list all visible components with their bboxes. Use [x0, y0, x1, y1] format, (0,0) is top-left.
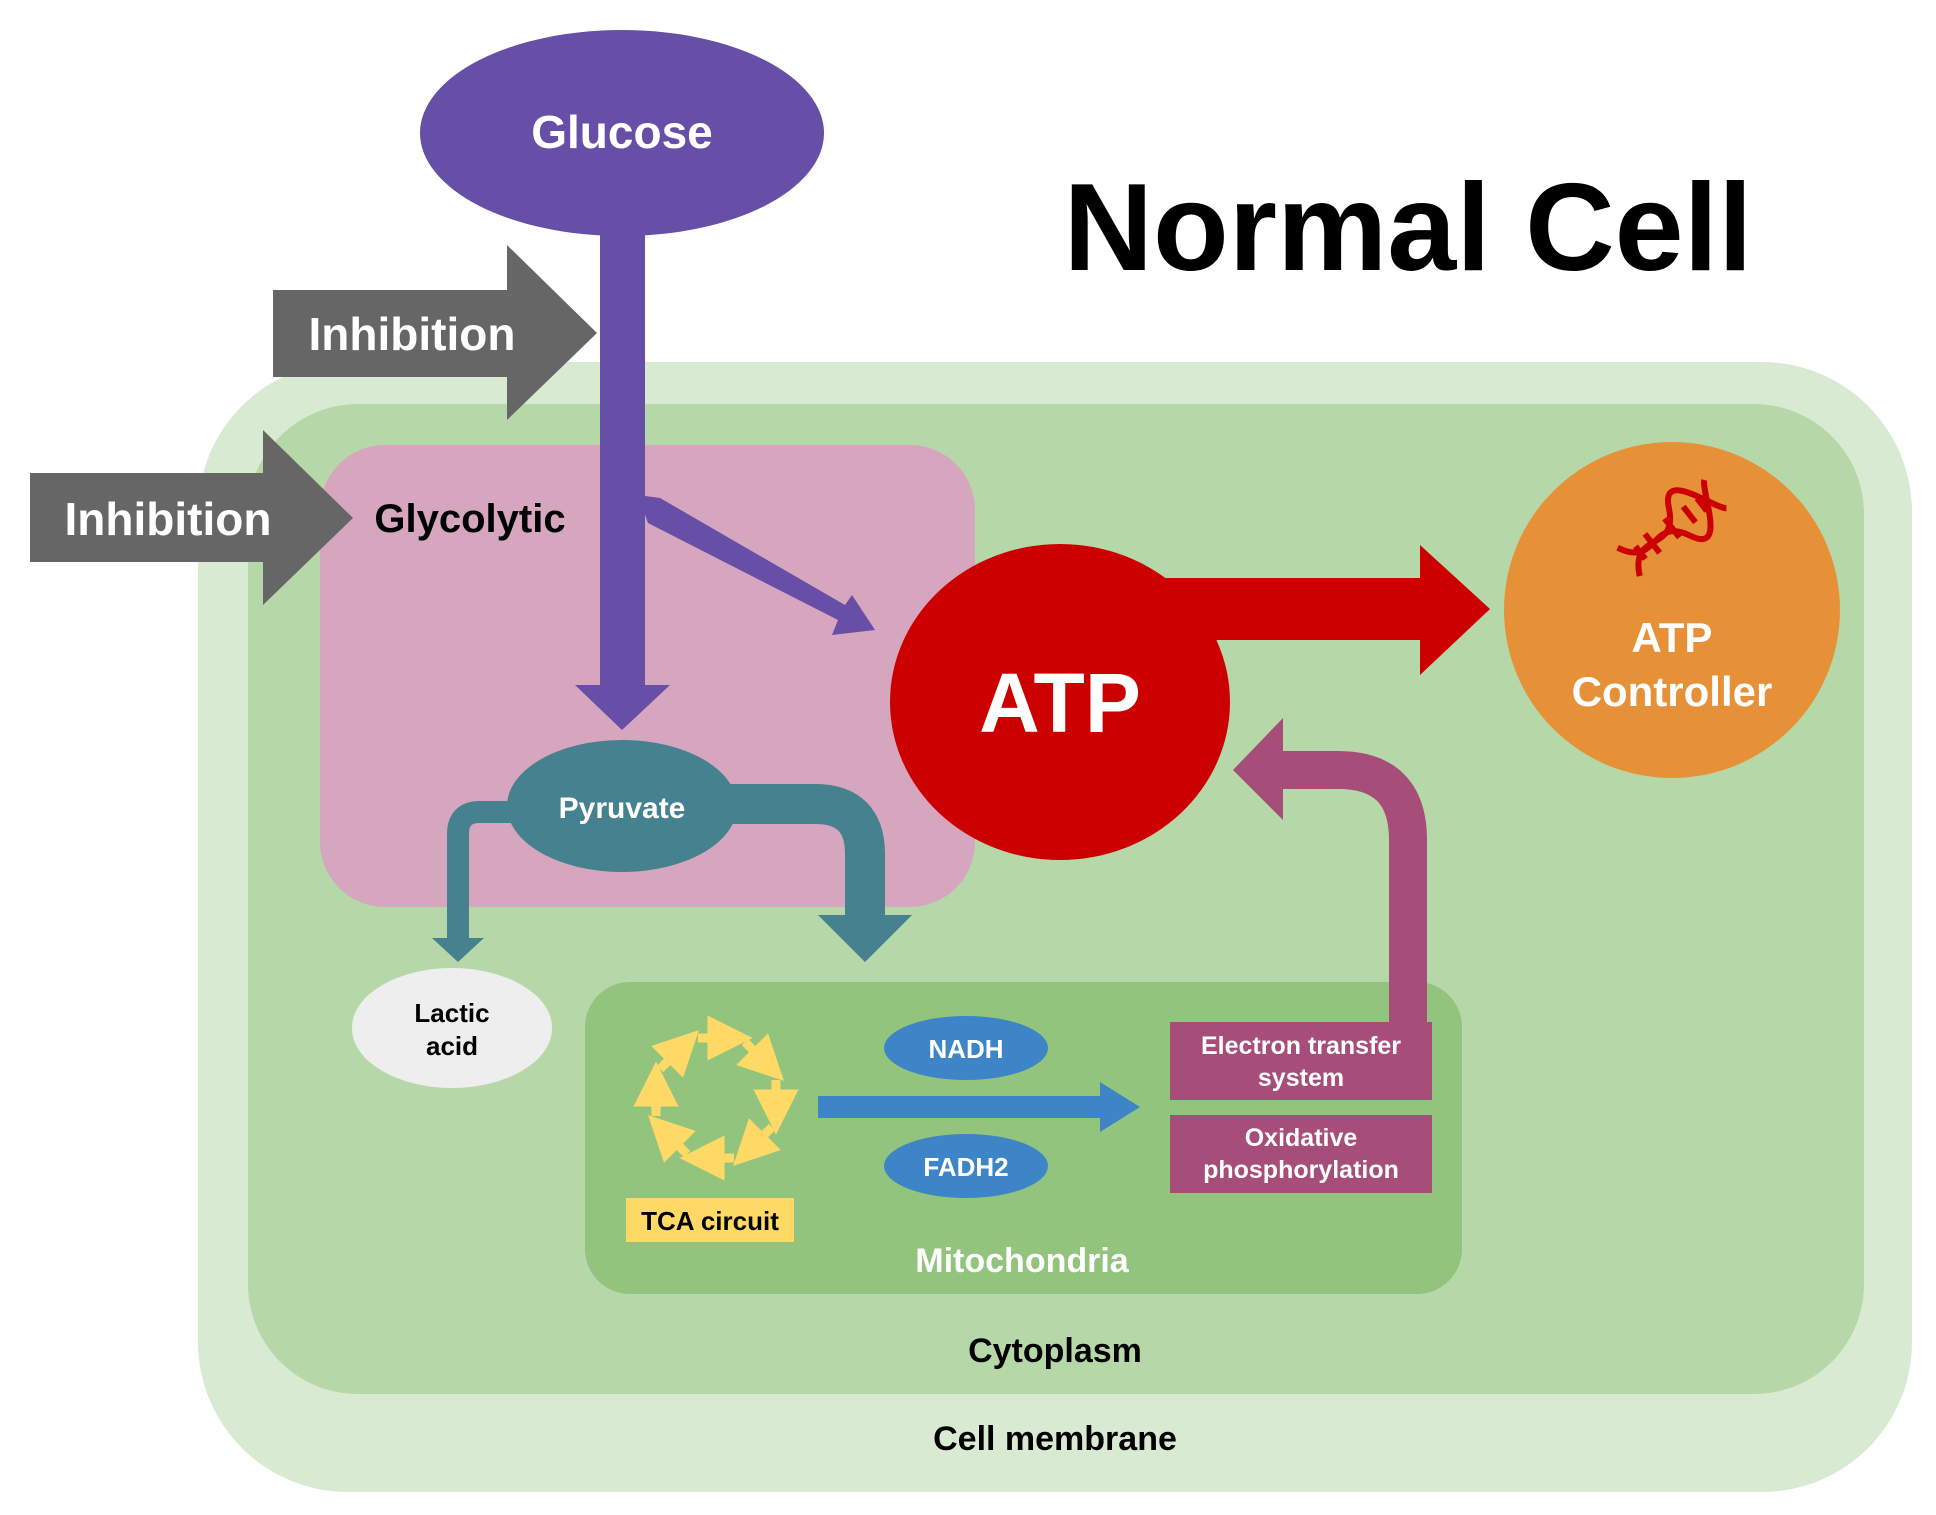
glucose-node: [420, 30, 824, 236]
glycolytic-label: Glycolytic: [374, 497, 565, 541]
glucose-label: Glucose: [531, 106, 713, 158]
nadh-node: [884, 1016, 1048, 1080]
glucose-to-pyruvate-arrowhead: [575, 685, 670, 730]
tca-to-etc-shaft: [818, 1096, 1108, 1118]
atp-controller-node: [1504, 442, 1840, 778]
electron-transfer-box: [1170, 1022, 1432, 1100]
dna-icon: [1616, 479, 1728, 577]
nadh-label: NADH: [928, 1034, 1003, 1064]
tca-label: TCA circuit: [641, 1206, 779, 1236]
pyruvate-to-mitochondria-arrowhead: [818, 915, 912, 962]
pyruvate-label: Pyruvate: [559, 792, 686, 825]
inhibition-label-top: Inhibition: [309, 308, 516, 360]
pyruvate-to-lactic-arrowhead: [432, 938, 484, 962]
electron-transfer-label-line1: Electron transfer: [1201, 1032, 1401, 1060]
fadh2-label: FADH2: [923, 1152, 1008, 1182]
lactic-acid-label-line1: Lactic: [414, 998, 489, 1028]
pyruvate-to-mitochondria-arrow: [720, 784, 885, 920]
atp-label: ATP: [979, 656, 1141, 750]
oxphos-to-atp-arrowhead: [1233, 718, 1283, 820]
pyruvate-to-lactic-arrow: [447, 801, 515, 940]
atp-controller-label-line2: Controller: [1572, 668, 1773, 715]
lactic-acid-label-line2: acid: [426, 1031, 478, 1061]
oxphos-to-atp-arrow: [1280, 751, 1427, 1030]
atp-node: [890, 544, 1230, 860]
lactic-acid-node: [352, 968, 552, 1088]
glucose-stem: [600, 220, 645, 700]
electron-transfer-label-line2: system: [1258, 1064, 1344, 1092]
glucose-to-atp-arrow: [638, 495, 875, 635]
cycle-icon: [633, 1015, 799, 1181]
tca-to-etc-arrowhead: [1100, 1082, 1140, 1132]
tca-label-box: [626, 1198, 794, 1242]
oxidative-phosphorylation-box: [1170, 1115, 1432, 1193]
diagram-title: Normal Cell: [1063, 159, 1752, 297]
inhibition-label-left: Inhibition: [65, 493, 272, 545]
oxidative-phosphorylation-label-line1: Oxidative: [1245, 1124, 1358, 1152]
inhibition-arrow-top: [273, 245, 597, 420]
pyruvate-node: [507, 740, 737, 872]
mitochondria-label: Mitochondria: [915, 1242, 1130, 1280]
atp-to-controller-arrowhead: [1420, 545, 1490, 675]
oxidative-phosphorylation-label-line2: phosphorylation: [1203, 1156, 1399, 1184]
cytoplasm-label: Cytoplasm: [968, 1332, 1142, 1370]
inhibition-arrow-left: [30, 430, 353, 605]
fadh2-node: [884, 1134, 1048, 1198]
cell-membrane-label: Cell membrane: [933, 1420, 1177, 1458]
atp-controller-label-line1: ATP: [1632, 614, 1713, 661]
